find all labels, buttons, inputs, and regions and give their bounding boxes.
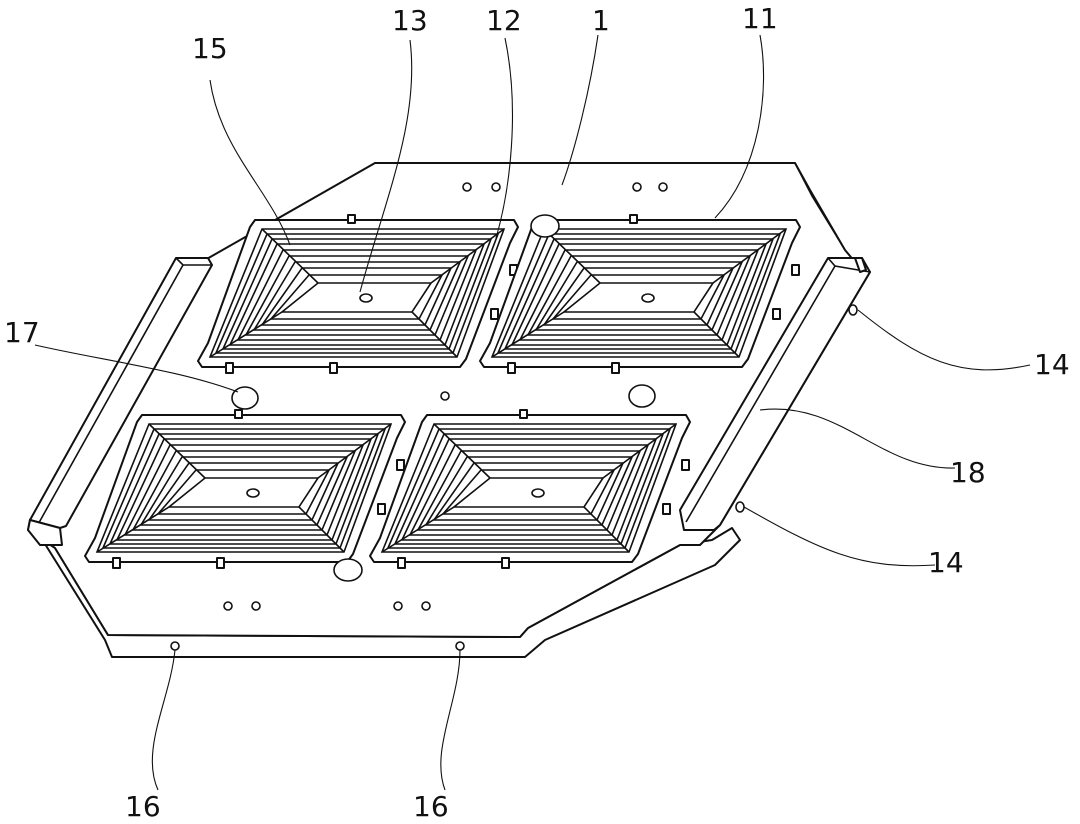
callout-17: 17: [4, 316, 40, 349]
callout-1: 1: [592, 4, 610, 37]
callout-12: 12: [486, 4, 522, 37]
leader-lines: [34, 34, 1031, 791]
callout-14-upper: 14: [1034, 348, 1070, 381]
callout-11: 11: [742, 2, 778, 35]
callout-16-left: 16: [125, 790, 161, 823]
callout-13: 13: [392, 4, 428, 37]
callout-16-right: 16: [413, 790, 449, 823]
callout-15: 15: [192, 32, 228, 65]
callout-14-lower: 14: [928, 546, 964, 579]
callout-18: 18: [950, 456, 986, 489]
